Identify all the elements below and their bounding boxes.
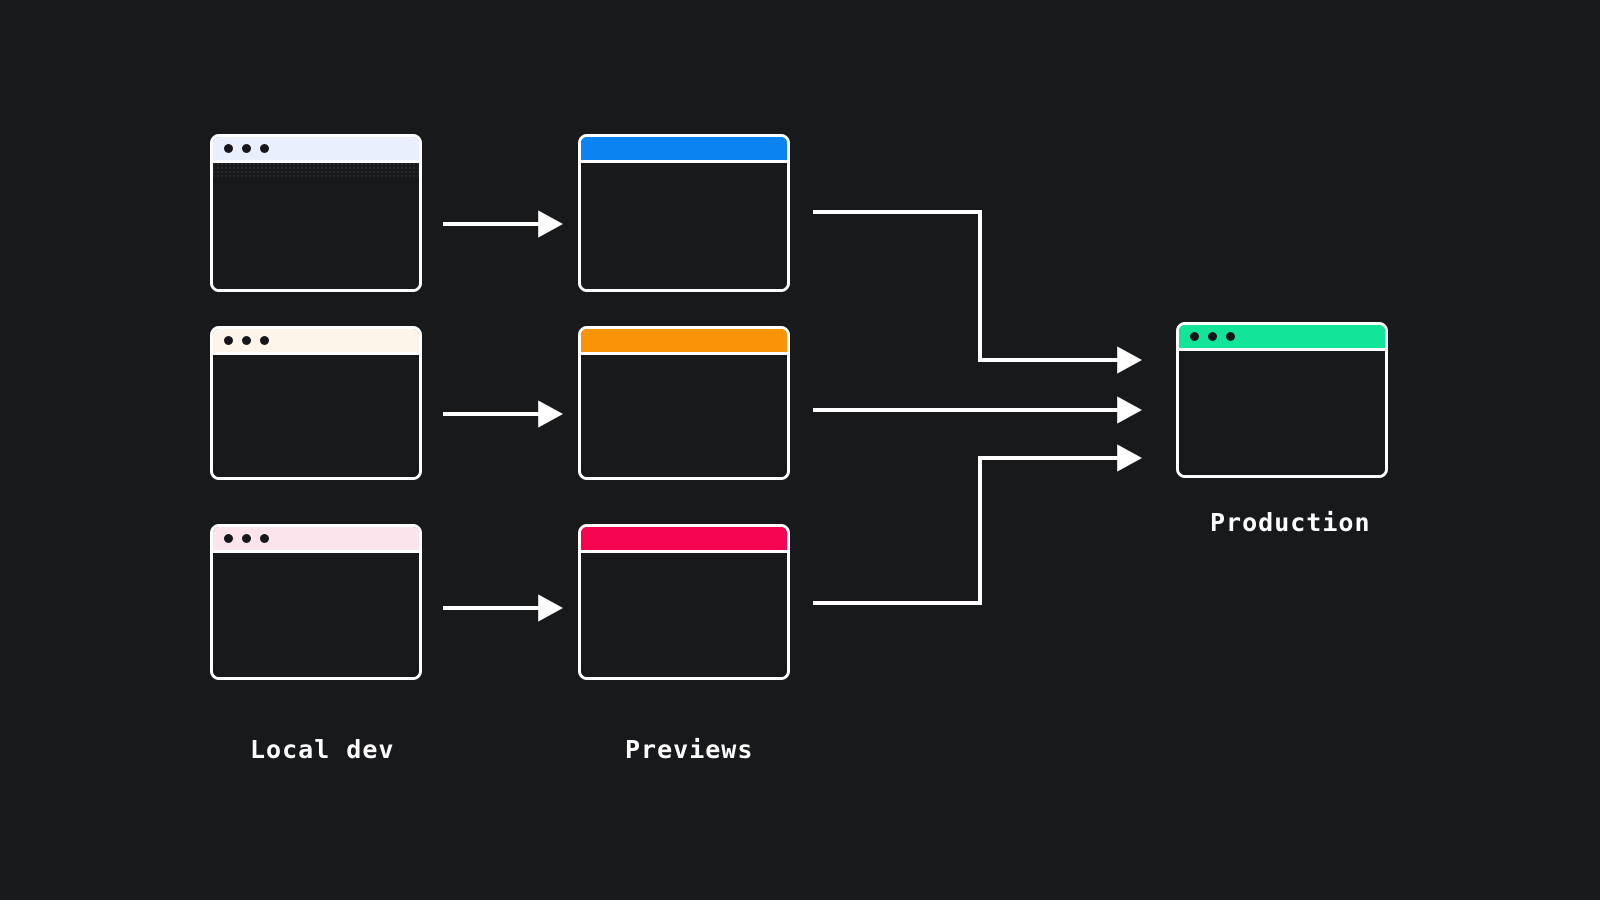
arrow-preview-1-to-production	[813, 210, 1142, 374]
window-dot-close[interactable]	[224, 534, 233, 543]
previews-column-label: Previews	[625, 735, 754, 764]
window-dot-close[interactable]	[224, 336, 233, 345]
window-dot-minimize[interactable]	[242, 534, 251, 543]
window-titlebar	[1179, 325, 1385, 351]
window-titlebar	[581, 527, 787, 553]
local-dev-window-3[interactable]	[210, 524, 422, 680]
content-texture	[213, 163, 419, 179]
window-dot-maximize[interactable]	[260, 336, 269, 345]
local-dev-column-label: Local dev	[250, 735, 395, 764]
window-dot-maximize[interactable]	[1226, 332, 1235, 341]
window-titlebar	[581, 137, 787, 163]
window-body	[213, 163, 419, 289]
window-dot-close[interactable]	[224, 144, 233, 153]
local-dev-window-1[interactable]	[210, 134, 422, 292]
window-titlebar	[213, 329, 419, 355]
preview-window-2[interactable]	[578, 326, 790, 480]
window-body	[581, 355, 787, 477]
window-body	[1179, 351, 1385, 475]
window-titlebar	[213, 527, 419, 553]
preview-window-1[interactable]	[578, 134, 790, 292]
window-titlebar	[213, 137, 419, 163]
window-dot-maximize[interactable]	[260, 534, 269, 543]
window-body	[213, 355, 419, 477]
preview-window-3[interactable]	[578, 524, 790, 680]
window-body	[581, 163, 787, 289]
window-dot-minimize[interactable]	[1208, 332, 1217, 341]
arrow-preview-3-to-production	[813, 444, 1142, 605]
window-dot-minimize[interactable]	[242, 336, 251, 345]
production-window[interactable]	[1176, 322, 1388, 478]
window-dot-maximize[interactable]	[260, 144, 269, 153]
production-column-label: Production	[1210, 508, 1371, 537]
window-body	[581, 553, 787, 677]
window-dot-minimize[interactable]	[242, 144, 251, 153]
window-body	[213, 553, 419, 677]
window-dot-close[interactable]	[1190, 332, 1199, 341]
local-dev-window-2[interactable]	[210, 326, 422, 480]
window-titlebar	[581, 329, 787, 355]
